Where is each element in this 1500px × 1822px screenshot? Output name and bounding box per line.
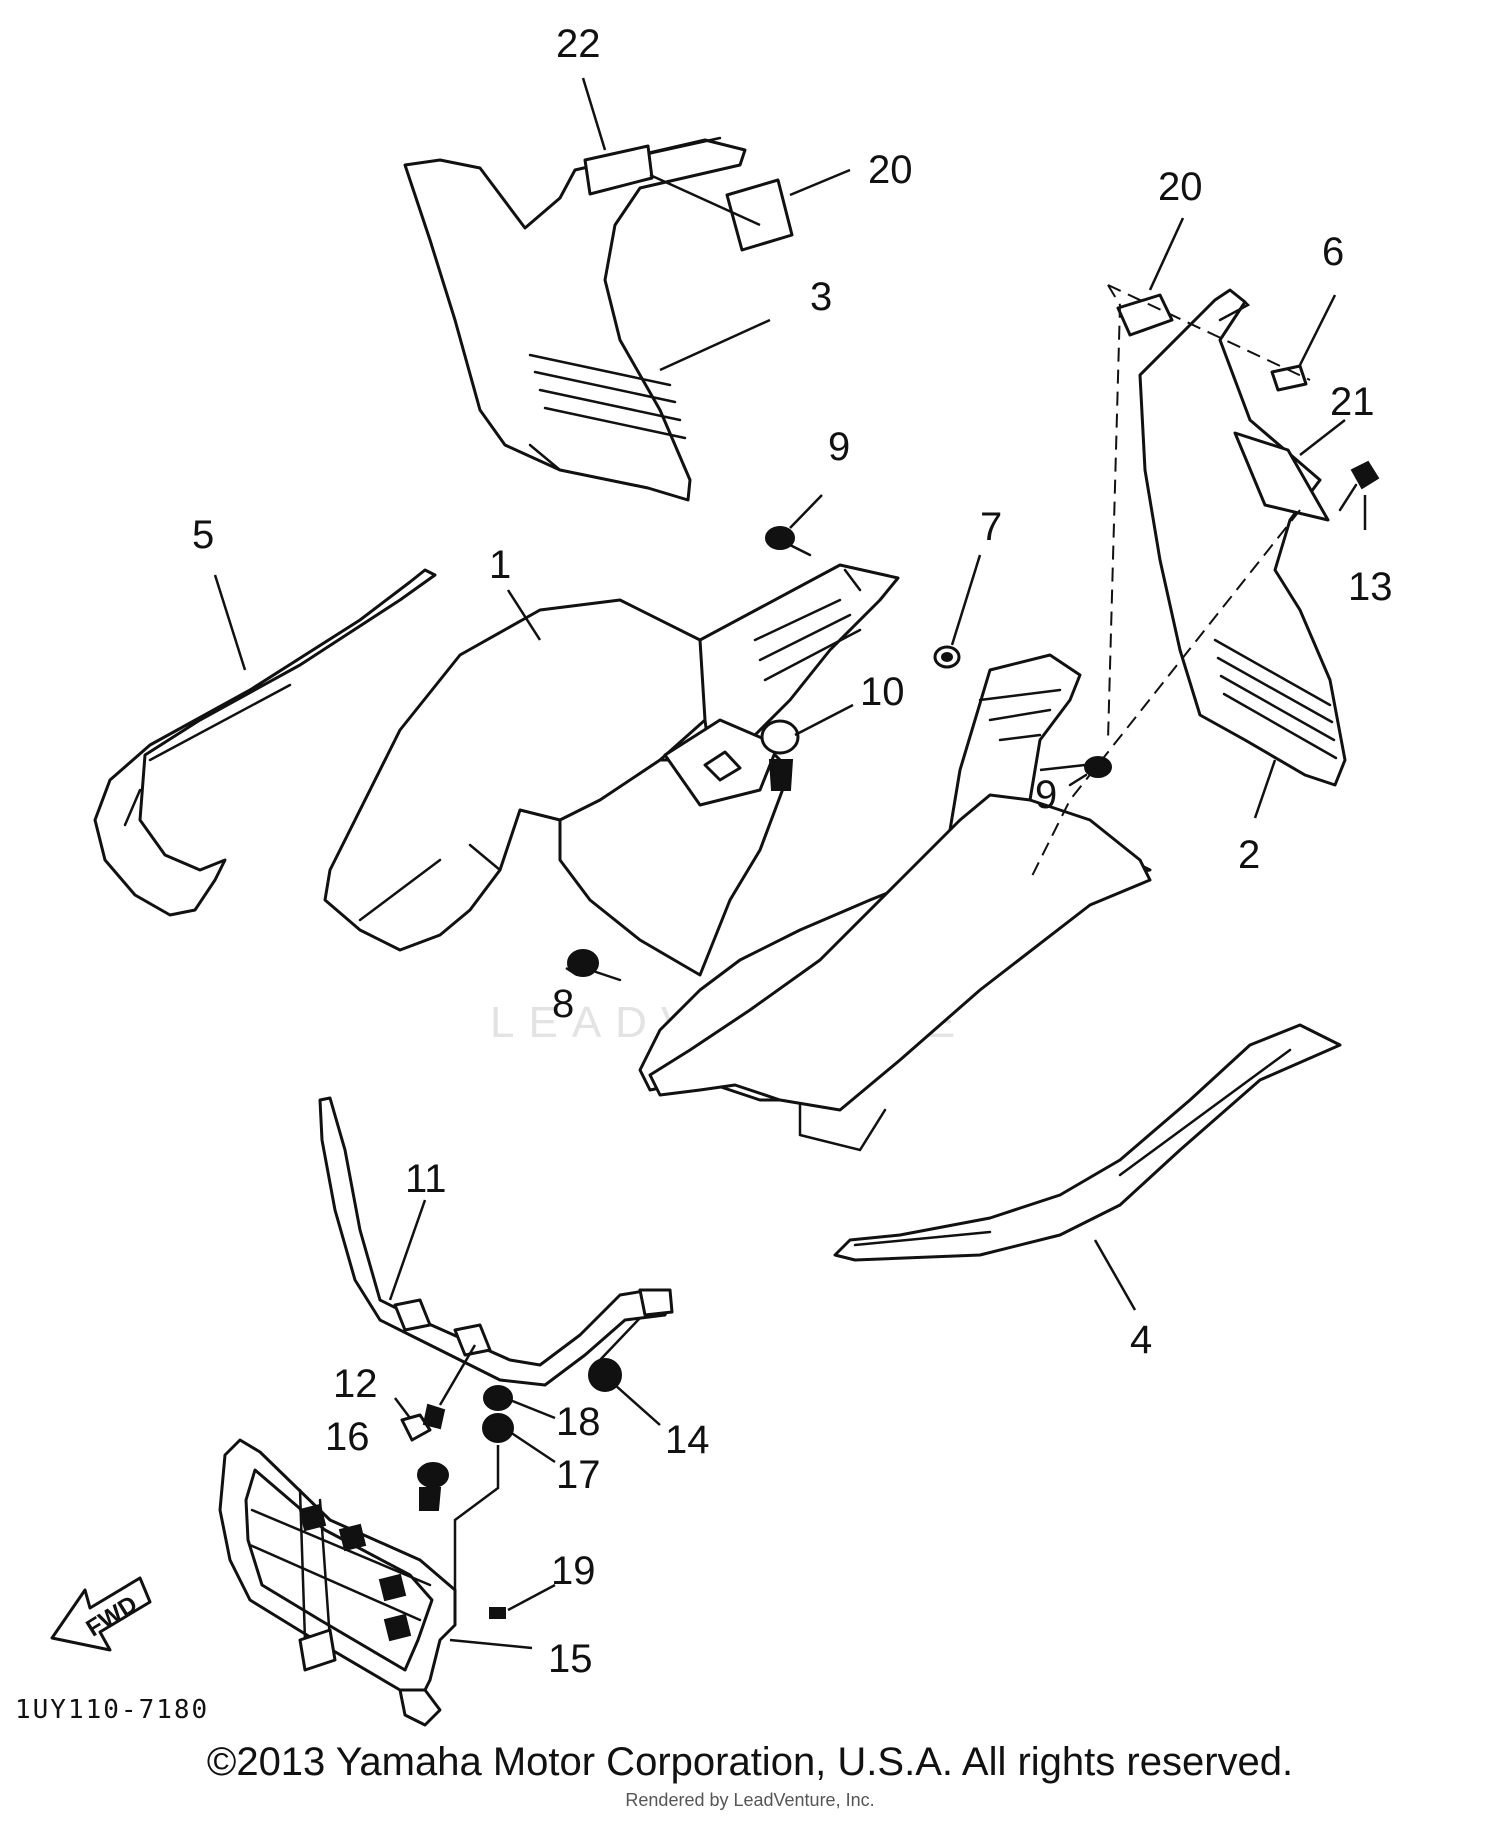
diagram-code: 1UY110-7180 (15, 1695, 209, 1725)
callout-5: 5 (192, 513, 214, 557)
front-fender-part (323, 563, 900, 977)
leader-1 (506, 589, 542, 641)
leader-11 (388, 1199, 427, 1301)
leader-9b (1039, 763, 1086, 772)
leader-4 (1093, 1239, 1137, 1311)
pad-20-upper-part (725, 178, 794, 252)
leader-21 (1299, 419, 1346, 456)
rendered-by-note: Rendered by LeadVenture, Inc. (625, 1790, 875, 1810)
callout-6: 6 (1322, 230, 1344, 274)
fwd-arrow-icon: FWD (50, 1576, 152, 1652)
assembly-line-a (1107, 284, 1122, 741)
callout-15: 15 (548, 1637, 593, 1681)
bolt-8-part (567, 949, 622, 982)
leader-2 (1253, 759, 1277, 819)
mud-flap-right-part (833, 1023, 1342, 1262)
bolt-9-upper-part (765, 526, 812, 557)
callout-13: 13 (1348, 565, 1393, 609)
callout-22: 22 (556, 22, 601, 66)
callout-14: 14 (665, 1418, 710, 1462)
rubber-14-part (588, 1358, 622, 1392)
mud-flap-left-part (93, 568, 437, 917)
callout-21: 21 (1330, 380, 1375, 424)
bolt-13-part (1338, 460, 1380, 512)
leader-18 (509, 1398, 556, 1420)
leader-20b (1148, 217, 1185, 291)
callout-9-lower: 9 (1035, 773, 1057, 817)
leader-14b (599, 1317, 641, 1361)
leader-3 (659, 318, 771, 372)
pad-20-right-part (1116, 293, 1174, 337)
leader-6 (1298, 294, 1337, 366)
nut-12-part (400, 1403, 446, 1442)
screw-19-part (489, 1607, 506, 1619)
callout-17: 17 (556, 1453, 601, 1497)
assembly-line-c (1029, 509, 1301, 881)
side-cover-left-part (403, 136, 747, 502)
bolt-9-lower-part (1068, 756, 1112, 787)
leader-14 (614, 1384, 661, 1426)
leader-17b (453, 1445, 500, 1590)
callout-2: 2 (1238, 833, 1260, 877)
assembly-line-b (1107, 284, 1311, 381)
callout-11: 11 (405, 1157, 447, 1201)
callout-8: 8 (552, 982, 574, 1026)
callout-10: 10 (860, 670, 905, 714)
callout-7: 7 (980, 505, 1002, 549)
callout-4: 4 (1130, 1318, 1152, 1362)
washer-17-part (482, 1413, 514, 1443)
leader-12b (438, 1344, 477, 1406)
leader-22 (581, 77, 607, 151)
leader-12 (394, 1397, 411, 1419)
leader-19 (507, 1583, 556, 1612)
label-22-part (583, 144, 654, 196)
front-guard-part (218, 1438, 457, 1727)
leader-8 (565, 966, 578, 977)
callout-20-right: 20 (1158, 165, 1203, 209)
callout-16: 16 (325, 1415, 370, 1459)
grommet-10-part (760, 719, 800, 791)
copyright-notice: ©2013 Yamaha Motor Corporation, U.S.A. A… (206, 1740, 1294, 1784)
leader-5 (213, 574, 247, 671)
callout-12: 12 (333, 1362, 378, 1406)
leader-9a (789, 494, 823, 529)
callout-3: 3 (810, 275, 832, 319)
callout-19: 19 (551, 1549, 596, 1593)
leader-7 (950, 554, 982, 646)
leader-20a (789, 168, 851, 197)
callout-9-upper: 9 (828, 425, 850, 469)
leader-17 (509, 1430, 556, 1464)
leader-22b (649, 173, 761, 227)
rear-fender-part (638, 653, 1152, 1152)
side-cover-right-part (1138, 288, 1347, 787)
callout-1: 1 (489, 543, 511, 587)
front-bumper-part (318, 1096, 674, 1387)
leader-10 (794, 703, 854, 737)
bolt-16-part (417, 1462, 449, 1511)
leader-16 (417, 1468, 431, 1477)
callout-18: 18 (556, 1400, 601, 1444)
label-21-part (1233, 431, 1330, 522)
clip-6-part (1270, 364, 1308, 392)
washer-18-part (483, 1385, 513, 1411)
leader-15 (449, 1638, 533, 1650)
washer-7-part (933, 645, 961, 669)
callout-20-upper: 20 (868, 148, 913, 192)
